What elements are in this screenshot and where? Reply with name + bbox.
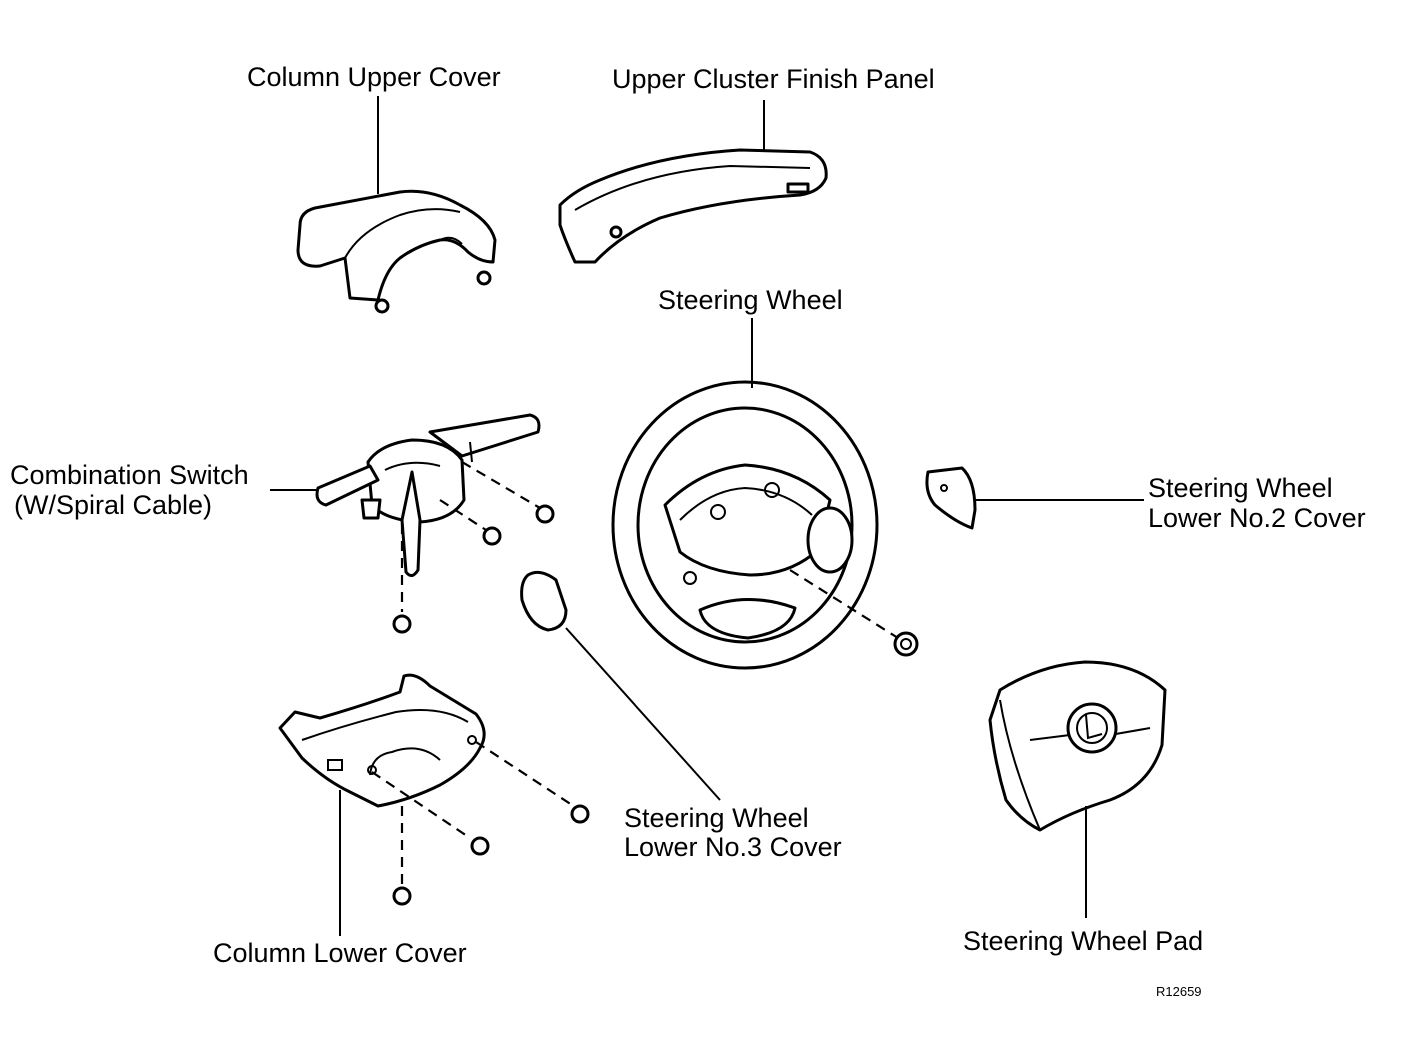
label-steering-wheel: Steering Wheel	[658, 285, 843, 315]
upper-cluster-finish-panel-part	[558, 100, 828, 264]
label-column-upper-cover: Column Upper Cover	[247, 62, 501, 92]
figure-code: R12659	[1156, 984, 1202, 999]
label-combination-switch-spiral-cable: (W/Spiral Cable)	[14, 490, 213, 520]
combination-switch-screw-1	[535, 504, 555, 524]
steering-wheel-lower-no2-cover-part	[925, 466, 1144, 530]
label-steering-wheel-pad: Steering Wheel Pad	[963, 926, 1204, 956]
steering-wheel-part	[611, 318, 899, 670]
label-upper-cluster-finish-panel: Upper Cluster Finish Panel	[612, 64, 935, 94]
steering-wheel-nut	[893, 631, 919, 657]
column-lower-cover-part	[278, 673, 573, 936]
column-lower-cover-screw-2	[470, 836, 490, 856]
combination-switch-screw-3	[392, 614, 412, 634]
label-sw-lower-no3-cover-line1: Steering Wheel	[624, 803, 809, 833]
combination-switch-part	[270, 413, 541, 612]
label-column-lower-cover: Column Lower Cover	[213, 938, 467, 968]
column-lower-cover-screw-3	[392, 886, 412, 906]
column-upper-cover-part	[296, 96, 497, 314]
combination-switch-screw-2	[482, 526, 502, 546]
label-sw-lower-no2-cover-line1: Steering Wheel	[1148, 473, 1333, 503]
column-lower-cover-screw-1	[570, 804, 590, 824]
steering-wheel-pad-part	[988, 660, 1167, 918]
steering-wheel-lower-no3-cover-part	[520, 570, 721, 801]
label-sw-lower-no3-cover-line2: Lower No.3 Cover	[624, 832, 842, 862]
label-sw-lower-no2-cover-line2: Lower No.2 Cover	[1148, 503, 1366, 533]
label-combination-switch: Combination Switch	[10, 460, 249, 490]
